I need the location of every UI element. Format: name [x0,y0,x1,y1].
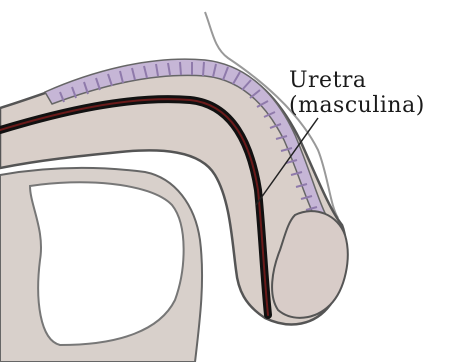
label-masculina: (masculina) [289,93,425,118]
label-uretra: Uretra [289,68,367,93]
